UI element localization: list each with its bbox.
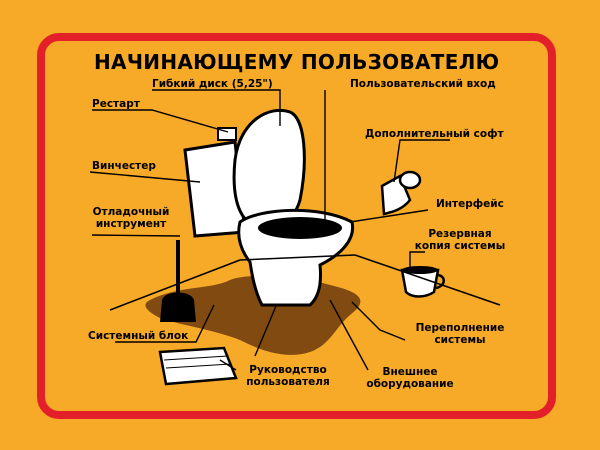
label-manual-line2: пользователя bbox=[246, 376, 330, 388]
floor-line bbox=[354, 254, 501, 306]
red-frame bbox=[37, 33, 556, 419]
leader-lines bbox=[89, 89, 450, 371]
label-backup: Резервная копия системы bbox=[405, 228, 515, 252]
label-overflow-line1: Переполнение bbox=[415, 322, 505, 334]
label-manual: Руководство пользователя bbox=[238, 364, 338, 388]
toilet-lid bbox=[232, 108, 306, 230]
label-extra-soft: Дополнительный софт bbox=[365, 128, 504, 140]
label-manual-line1: Руководство bbox=[249, 364, 327, 376]
label-backup-line1: Резервная bbox=[428, 228, 492, 240]
label-backup-line2: копия системы bbox=[414, 240, 506, 252]
label-hdd: Винчестер bbox=[92, 160, 156, 172]
label-external-line1: Внешнее bbox=[382, 366, 438, 378]
label-external: Внешнее оборудование bbox=[355, 366, 465, 390]
label-external-line2: оборудование bbox=[366, 378, 454, 390]
label-user-input: Пользовательский вход bbox=[350, 78, 496, 90]
label-debug-tool-line2: инструмент bbox=[95, 218, 167, 230]
label-system-unit: Системный блок bbox=[88, 330, 189, 342]
poster-title: НАЧИНАЮЩЕМУ ПОЛЬЗОВАТЕЛЮ bbox=[94, 50, 500, 74]
label-overflow-line2: системы bbox=[434, 334, 486, 346]
coffee-cup bbox=[400, 268, 440, 298]
floor-line bbox=[239, 254, 356, 261]
label-debug-tool: Отладочный инструмент bbox=[86, 206, 176, 230]
bowl-opening bbox=[258, 217, 342, 239]
floor-line bbox=[109, 259, 241, 311]
label-floppy: Гибкий диск (5,25") bbox=[152, 78, 273, 90]
label-overflow: Переполнение системы bbox=[405, 322, 515, 346]
label-restart: Рестарт bbox=[92, 98, 140, 110]
label-debug-tool-line1: Отладочный bbox=[92, 206, 170, 218]
label-interface: Интерфейс bbox=[436, 198, 504, 210]
plunger-cup bbox=[160, 292, 196, 322]
